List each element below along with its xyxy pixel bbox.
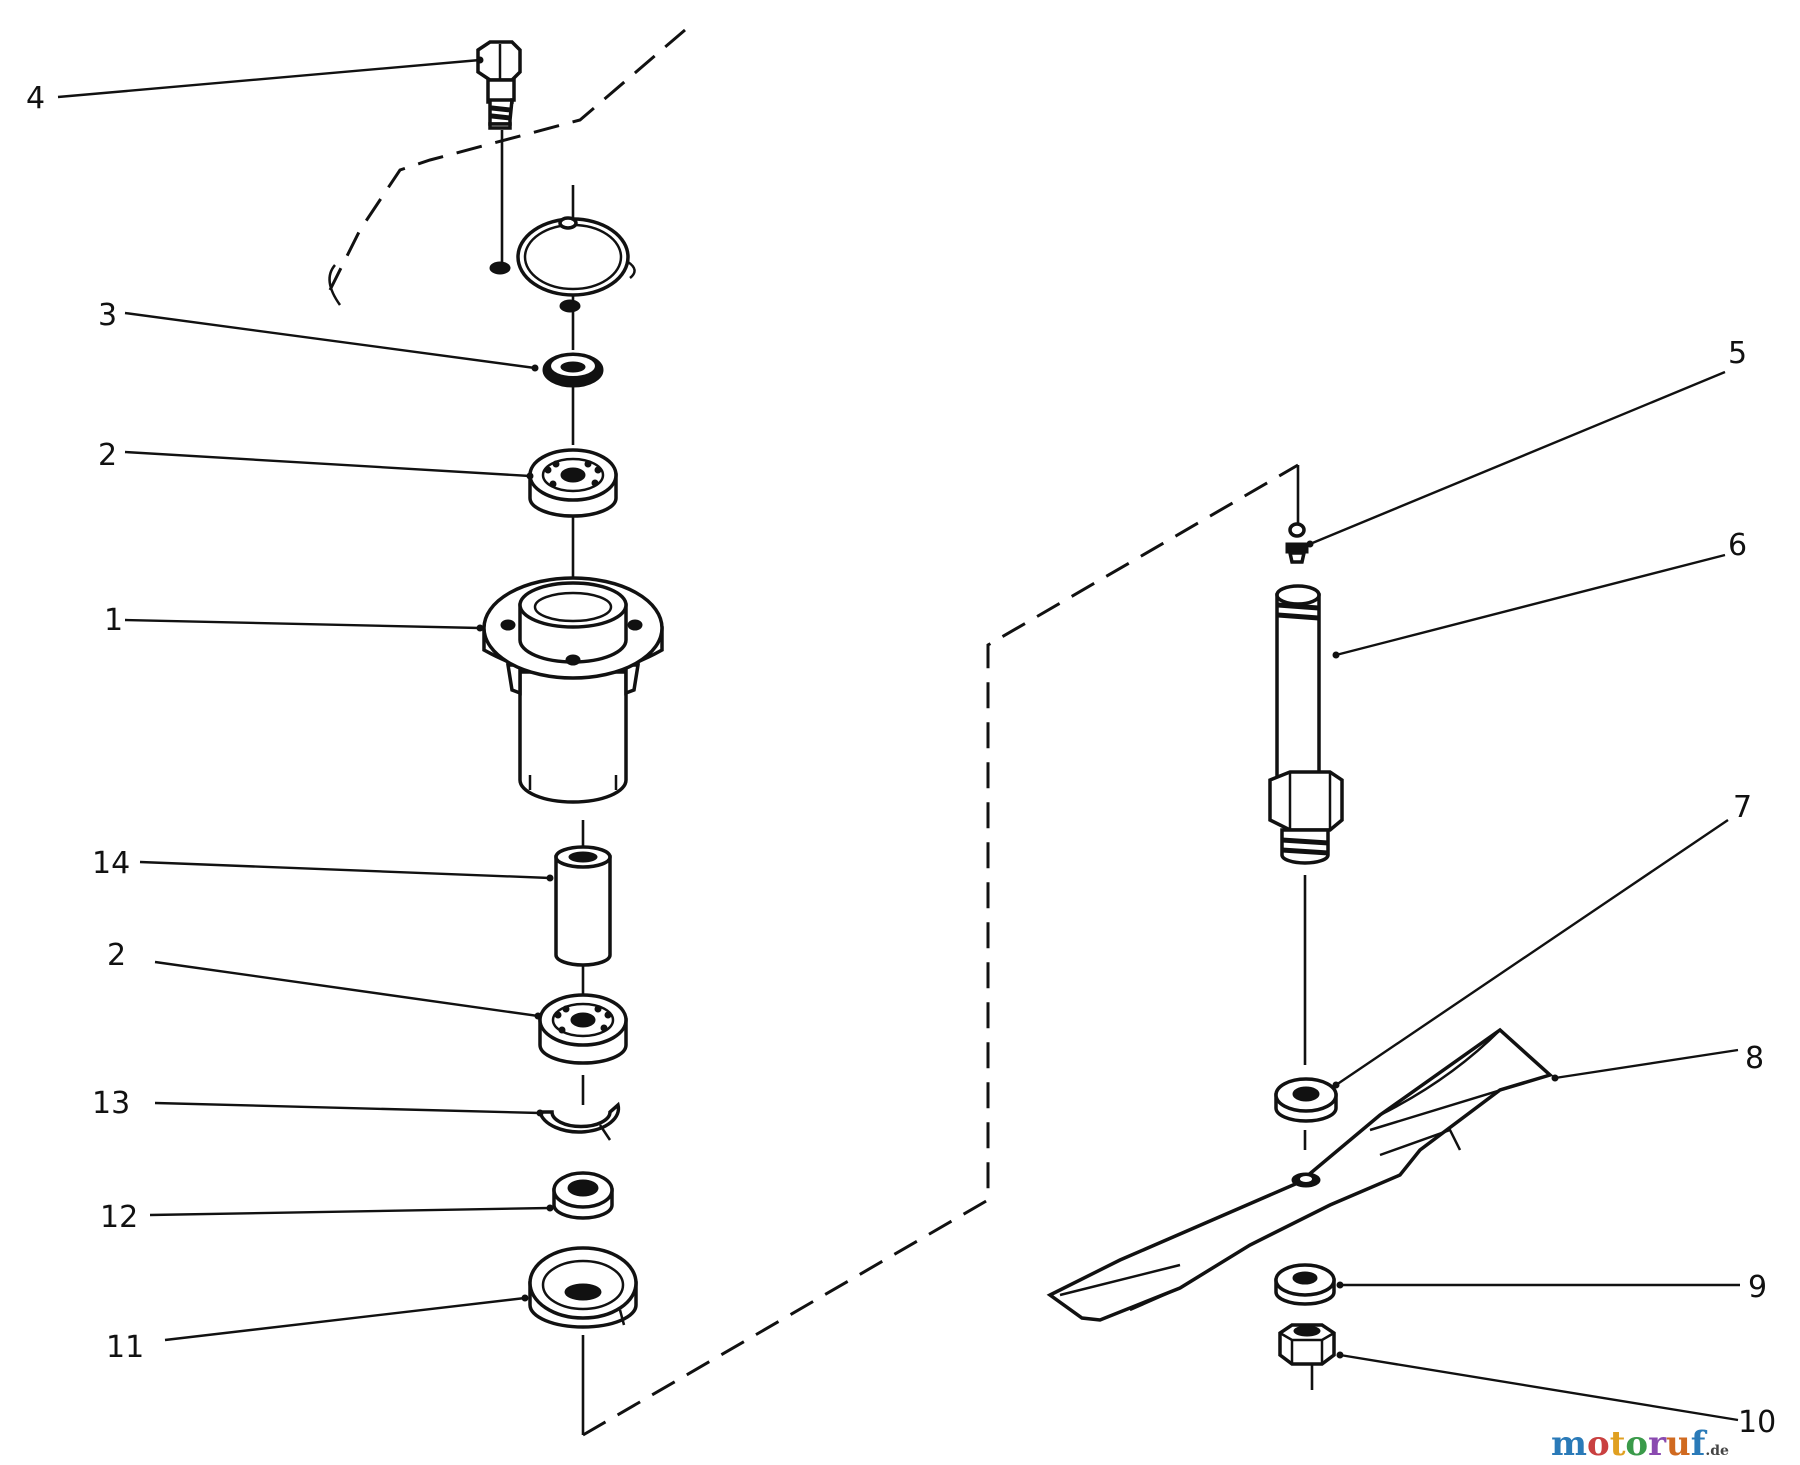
callout-11: 11	[106, 1330, 144, 1365]
assembly-link-dashed	[582, 463, 1299, 1437]
deck-outline-dashed	[328, 28, 686, 291]
hex-nut-part-10	[1278, 1323, 1336, 1366]
spacer-tube-part-14	[554, 845, 612, 967]
callout-6: 6	[1728, 528, 1747, 563]
watermark-letter: r	[1648, 1424, 1667, 1464]
ball-bearing-part-2-lower	[538, 993, 628, 1065]
callout-8: 8	[1745, 1041, 1764, 1076]
washer-part-9	[1274, 1263, 1336, 1306]
callout-4: 4	[26, 81, 45, 116]
bearing-cup-part-11	[528, 1246, 638, 1329]
washer-part-7	[1274, 1077, 1338, 1123]
ball-bearing-part-2-upper	[528, 448, 618, 518]
callout-13: 13	[92, 1086, 130, 1121]
watermark-letter: u	[1666, 1424, 1691, 1464]
callout-7: 7	[1733, 790, 1752, 825]
grease-fitting-part-5	[1285, 522, 1309, 564]
watermark-letter: o	[1587, 1424, 1610, 1464]
callout-10: 10	[1738, 1405, 1776, 1440]
watermark-letter: o	[1625, 1424, 1648, 1464]
watermark-logo: motoruf.de	[1551, 1424, 1729, 1464]
callout-12: 12	[100, 1200, 138, 1235]
watermark-letter: m	[1551, 1424, 1587, 1464]
deck-outline-hook	[328, 264, 342, 306]
spindle-housing-part-1	[482, 576, 664, 804]
mower-blade-part-8	[1046, 1027, 1554, 1322]
watermark-text: motoruf.de	[1551, 1424, 1729, 1464]
callout-9: 9	[1748, 1270, 1767, 1305]
leader-lines	[57, 56, 1740, 1422]
spindle-shaft-part-6	[1268, 584, 1344, 865]
callout-3: 3	[98, 298, 117, 333]
callout-1: 1	[104, 603, 123, 638]
snap-ring-part-13	[537, 1101, 621, 1141]
callout-14: 14	[92, 846, 130, 881]
callout-2-upper: 2	[98, 438, 117, 473]
callout-2-lower: 2	[107, 938, 126, 973]
seal-part-12	[552, 1171, 614, 1220]
hex-bolt-part-4	[476, 40, 522, 130]
retainer-ring	[489, 216, 636, 313]
washer-part-3	[542, 352, 604, 388]
watermark-letter: t	[1610, 1424, 1626, 1464]
callout-5: 5	[1728, 336, 1747, 371]
watermark-letter: f	[1691, 1424, 1708, 1464]
